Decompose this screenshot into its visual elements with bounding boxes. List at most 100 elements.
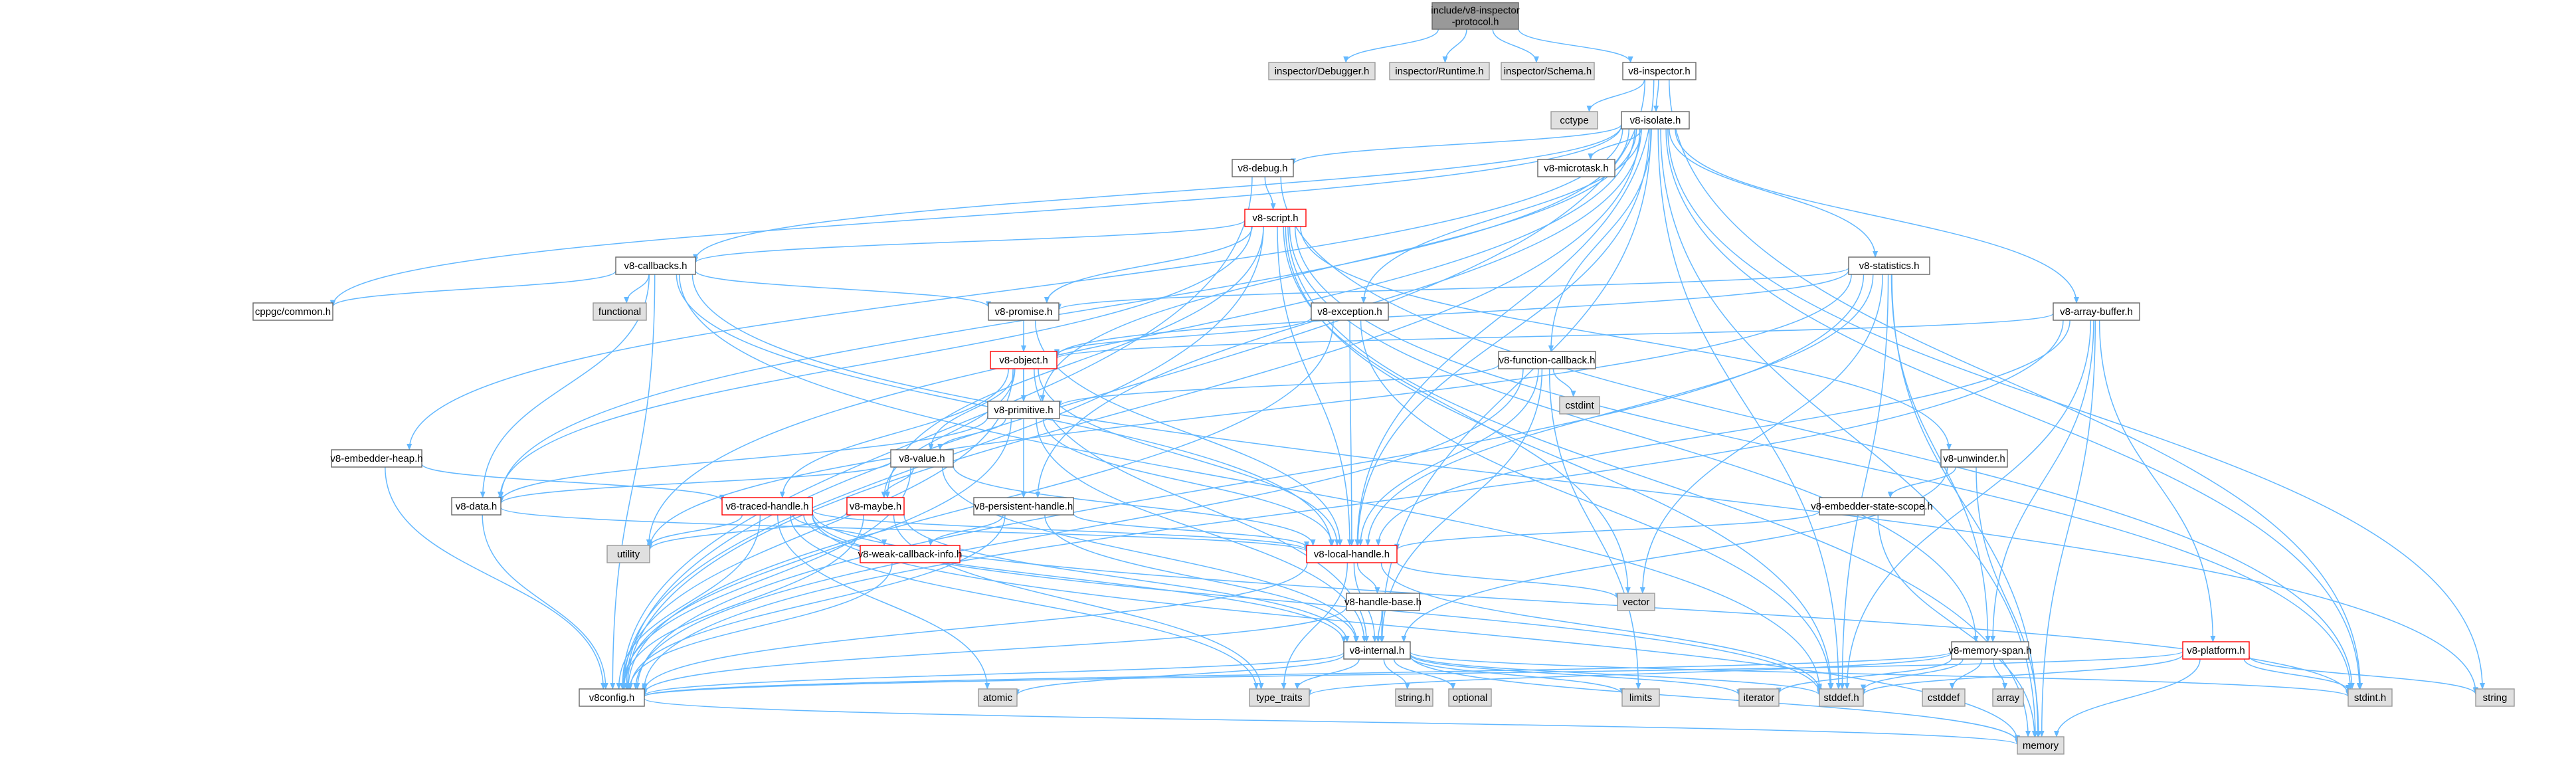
node-cstddef[interactable]: cstddef <box>1922 688 1966 707</box>
node-stringh[interactable]: string.h <box>1395 688 1433 707</box>
node-box <box>1232 159 1294 177</box>
edge-stats-to-lh <box>1365 274 1874 546</box>
edge-iso-to-fcb <box>1548 128 1652 352</box>
edge-root-to-insp <box>1518 29 1633 63</box>
node-box <box>2017 736 2065 755</box>
node-mspan[interactable]: v8-memory-span.h <box>1948 641 2032 660</box>
edge-cb-to-config <box>610 274 656 690</box>
node-optional[interactable]: optional <box>1448 688 1492 707</box>
node-plat[interactable]: v8-platform.h <box>2182 641 2250 660</box>
node-tt[interactable]: type_traits <box>1249 688 1310 707</box>
edge-cb-to-cppgc <box>330 270 616 308</box>
node-cppgc[interactable]: cppgc/common.h <box>252 302 333 321</box>
node-phandle[interactable]: v8-persistent-handle.h <box>973 497 1074 516</box>
node-cctype[interactable]: cctype <box>1550 111 1598 130</box>
node-obj[interactable]: v8-object.h <box>990 351 1058 369</box>
node-promise[interactable]: v8-promise.h <box>988 302 1059 321</box>
node-utility[interactable]: utility <box>606 545 650 563</box>
node-eheap[interactable]: v8-embedder-heap.h <box>330 449 423 468</box>
node-box <box>593 302 647 321</box>
node-wcb[interactable]: v8-weak-callback-info.h <box>858 545 963 563</box>
edge-internal-to-atomic <box>1014 654 1344 696</box>
edge-prim-to-value <box>937 418 1006 450</box>
node-box <box>1306 545 1398 563</box>
node-label: iterator <box>1744 692 1775 704</box>
edge-script-to-stdint <box>1294 226 2353 690</box>
node-box <box>1389 62 1490 80</box>
node-script[interactable]: v8-script.h <box>1244 209 1307 227</box>
edge-stats-to-memory <box>1891 274 2041 737</box>
edge-iso-to-stddef <box>1657 128 1841 690</box>
edge-debug-to-script <box>1264 176 1276 210</box>
node-fcb[interactable]: v8-function-callback.h <box>1498 351 1596 369</box>
node-cstdint[interactable]: cstdint <box>1559 396 1600 415</box>
edge-value-to-lh <box>953 465 1316 546</box>
node-func[interactable]: functional <box>593 302 647 321</box>
node-atomic[interactable]: atomic <box>978 688 1018 707</box>
edge-phandle-to-wcb <box>927 514 1004 546</box>
node-ess[interactable]: v8-embedder-state-scope.h <box>1811 497 1933 516</box>
node-box <box>990 351 1058 369</box>
node-label: optional <box>1453 692 1488 704</box>
node-hb[interactable]: v8-handle-base.h <box>1344 593 1422 611</box>
edge-unw-to-ess <box>1887 466 1956 498</box>
edge-ab-to-mspan <box>1990 320 2094 642</box>
node-label: v8-embedder-heap.h <box>330 453 422 464</box>
node-string[interactable]: string <box>2475 688 2515 707</box>
node-label: v8-value.h <box>899 453 945 464</box>
node-box <box>1395 688 1433 707</box>
edge-insp-to-cctype <box>1586 79 1645 112</box>
edge-iso-to-debug <box>1291 124 1622 165</box>
node-label: v8-platform.h <box>2187 645 2245 656</box>
node-iterator[interactable]: iterator <box>1738 688 1780 707</box>
edge-obj-to-internal <box>1034 368 1370 642</box>
node-root[interactable]: include/v8-inspector-protocol.h <box>1431 2 1520 30</box>
node-sch[interactable]: inspector/Schema.h <box>1501 62 1595 80</box>
node-label: v8-embedder-state-scope.h <box>1811 501 1932 512</box>
edge-script-to-cb <box>693 219 1245 264</box>
edge-hb-to-config <box>642 606 1347 694</box>
node-vector[interactable]: vector <box>1617 593 1655 611</box>
node-maybe[interactable]: v8-maybe.h <box>846 497 905 516</box>
edge-fcb-to-lh <box>1358 368 1539 546</box>
node-label: v8-exception.h <box>1317 306 1382 318</box>
node-mtask[interactable]: v8-microtask.h <box>1537 159 1615 177</box>
node-label: v8-handle-base.h <box>1344 597 1422 608</box>
node-insp[interactable]: v8-inspector.h <box>1622 62 1697 80</box>
node-exc[interactable]: v8-exception.h <box>1311 302 1389 321</box>
edge-hb-to-internal <box>1375 610 1383 642</box>
node-config[interactable]: v8config.h <box>579 688 645 707</box>
node-stdint[interactable]: stdint.h <box>2347 688 2393 707</box>
node-limits[interactable]: limits <box>1621 688 1660 707</box>
node-value[interactable]: v8-value.h <box>890 449 954 468</box>
edge-traced-to-wcb <box>792 514 887 546</box>
node-box <box>860 545 961 563</box>
edge-exc-to-lh <box>1348 320 1354 546</box>
node-data[interactable]: v8-data.h <box>451 497 502 516</box>
node-stddef[interactable]: stddef.h <box>1819 688 1864 707</box>
edge-stats-to-vector <box>1639 274 1883 594</box>
node-internal[interactable]: v8-internal.h <box>1343 641 1411 660</box>
node-traced[interactable]: v8-traced-handle.h <box>721 497 813 516</box>
node-dbg[interactable]: inspector/Debugger.h <box>1268 62 1376 80</box>
node-iso[interactable]: v8-isolate.h <box>1621 111 1690 130</box>
node-box <box>1621 688 1660 707</box>
node-array[interactable]: array <box>1992 688 2024 707</box>
node-memory[interactable]: memory <box>2017 736 2065 755</box>
node-stats[interactable]: v8-statistics.h <box>1848 256 1930 275</box>
edge-script-to-lh <box>1277 226 1352 546</box>
node-ab[interactable]: v8-array-buffer.h <box>2053 302 2140 321</box>
edge-internal-to-limits <box>1410 656 1625 695</box>
node-cb[interactable]: v8-callbacks.h <box>615 256 696 275</box>
node-unw[interactable]: v8-unwinder.h <box>1940 449 2008 468</box>
node-box <box>890 449 954 468</box>
node-debug[interactable]: v8-debug.h <box>1232 159 1294 177</box>
node-prim[interactable]: v8-primitive.h <box>987 401 1060 419</box>
node-rt[interactable]: inspector/Runtime.h <box>1389 62 1490 80</box>
node-label: string <box>2483 692 2508 704</box>
edge-mspan-to-config <box>642 651 1952 698</box>
edge-iso-to-cppgc <box>330 125 1622 307</box>
node-lh[interactable]: v8-local-handle.h <box>1306 545 1398 563</box>
node-label: type_traits <box>1256 692 1302 704</box>
